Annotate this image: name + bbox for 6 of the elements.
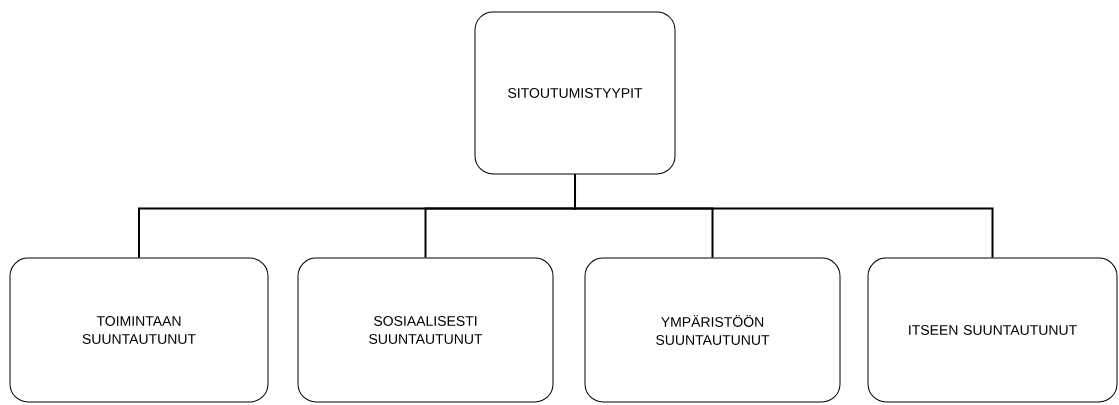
box: YMPÄRISTÖÖN SUUNTAUTUNUT bbox=[584, 257, 841, 403]
box: TOIMINTAAN SUUNTAUTUNUT bbox=[9, 257, 269, 403]
box: SOSIAALISESTI SUUNTAUTUNUT bbox=[297, 257, 554, 403]
box: ITSEEN SUUNTAUTUNUT bbox=[867, 257, 1118, 403]
connector bbox=[574, 173, 994, 259]
box: SITOUTUMISTYYPIT bbox=[474, 11, 676, 175]
